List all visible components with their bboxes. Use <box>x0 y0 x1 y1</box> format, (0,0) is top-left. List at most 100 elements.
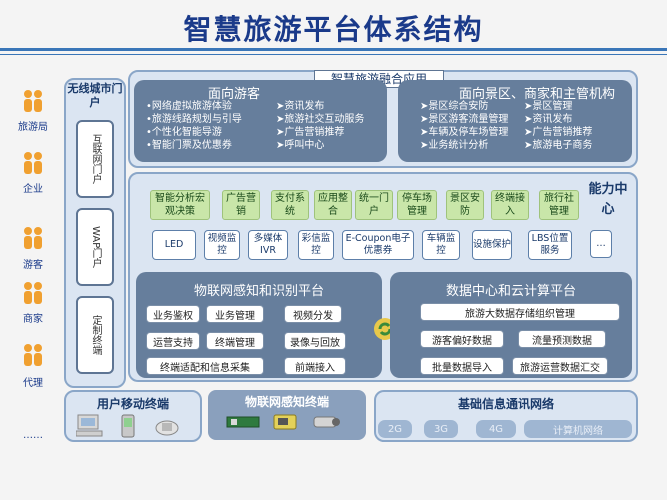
iot-item[interactable]: 视频分发 <box>284 305 342 323</box>
portal-box-label: 定制终端 <box>90 315 101 355</box>
list-item: ➤景区管理 <box>524 101 573 112</box>
capability-box[interactable]: 统一门户 <box>355 190 393 220</box>
iot-item-label: 终端管理 <box>215 337 255 349</box>
actors-column: 旅游局 企业 游客 商家 代理 …… <box>0 80 66 460</box>
tech-label: 彩信监控 <box>301 233 331 256</box>
portal-box-wap[interactable]: WAP门户 <box>76 208 114 286</box>
person-icon <box>20 88 46 118</box>
tech-label: E-Coupon电子优惠券 <box>345 233 411 256</box>
cloud-item-label: 批量数据导入 <box>432 362 492 374</box>
tech-label: … <box>596 238 606 249</box>
list-item: ➤资讯发布 <box>524 114 573 125</box>
network-label: 4G <box>488 423 504 435</box>
cloud-item-label: 流量预测数据 <box>532 335 592 347</box>
network-4g[interactable]: 4G <box>476 420 516 438</box>
iot-terminals-panel: 物联网感知终端 <box>208 390 366 440</box>
network-2g[interactable]: 2G <box>378 420 412 438</box>
capability-box[interactable]: 停车场管理 <box>397 190 437 220</box>
cloud-item[interactable]: 批量数据导入 <box>420 357 504 375</box>
network-label: 2G <box>387 423 403 435</box>
capability-box[interactable]: 智能分析宏观决策 <box>150 190 210 220</box>
portal-box-label: 互联网门户 <box>90 134 101 184</box>
iot-item-label: 前端接入 <box>295 362 335 374</box>
actor-label: 旅游局 <box>18 122 48 133</box>
pda-icon <box>120 414 136 442</box>
list-item: ➤资讯发布 <box>276 101 325 112</box>
capability-box[interactable]: 支付系统 <box>271 190 309 220</box>
cloud-item[interactable]: 流量预测数据 <box>518 330 606 348</box>
tech-label: 车辆监控 <box>426 233 456 256</box>
capability-label: 智能分析宏观决策 <box>155 193 205 217</box>
phone-icon <box>154 414 180 442</box>
page-title: 智慧旅游平台体系结构 <box>183 13 484 46</box>
actor-label: 代理 <box>23 378 43 389</box>
iot-item[interactable]: 终端适配和信息采集 <box>146 357 264 375</box>
tech-box[interactable]: 车辆监控 <box>422 230 460 260</box>
tech-box[interactable]: 多媒体IVR <box>248 230 288 260</box>
portal-title: 无线城市门户 <box>67 82 123 109</box>
actor-label: 企业 <box>23 184 43 195</box>
iot-item[interactable]: 录像与回放 <box>284 332 346 350</box>
tech-box[interactable]: LED <box>152 230 196 260</box>
list-item: ➤车辆及停车场管理 <box>420 127 509 138</box>
capability-box[interactable]: 景区安防 <box>446 190 484 220</box>
capability-box[interactable]: 应用整合 <box>314 190 352 220</box>
capability-box[interactable]: 终端接入 <box>491 190 529 220</box>
portal-box-custom[interactable]: 定制终端 <box>76 296 114 374</box>
computer-icon <box>75 414 104 442</box>
reader-icon <box>272 412 300 436</box>
network-title: 基础信息通讯网络 <box>457 397 554 411</box>
iot-item[interactable]: 运营支持 <box>146 332 200 350</box>
network-3g[interactable]: 3G <box>424 420 458 438</box>
iot-item[interactable]: 终端管理 <box>206 332 264 350</box>
person-icon <box>20 150 46 180</box>
iot-title: 物联网感知和识别平台 <box>193 284 324 299</box>
capability-label: 停车场管理 <box>402 193 432 217</box>
list-item: ➤旅游电子商务 <box>524 140 593 151</box>
list-item: ➤景区游客流量管理 <box>420 114 509 125</box>
tech-label: LED <box>164 239 184 250</box>
list-item: ➤景区综合安防 <box>420 101 489 112</box>
capability-label: 统一门户 <box>359 193 389 217</box>
cloud-item-label: 游客偏好数据 <box>432 335 492 347</box>
network-label: 计算机网络 <box>553 425 603 437</box>
title-divider <box>0 48 667 51</box>
scenic-title: 面向景区、商家和主管机构 <box>458 87 615 102</box>
tech-box[interactable]: … <box>590 230 612 258</box>
capability-box[interactable]: 旅行社管理 <box>539 190 579 220</box>
person-icon <box>20 225 46 255</box>
iot-item[interactable]: 业务管理 <box>206 305 264 323</box>
iot-terminals-title: 物联网感知终端 <box>244 395 329 409</box>
list-item: ➤业务统计分析 <box>420 140 489 151</box>
title-divider-thin <box>0 54 667 55</box>
iot-item[interactable]: 前端接入 <box>284 357 346 375</box>
capability-label: 终端接入 <box>495 193 525 217</box>
portal-box-internet[interactable]: 互联网门户 <box>76 120 114 198</box>
user-terminals-panel: 用户移动终端 <box>64 390 202 442</box>
tech-box[interactable]: LBS位置服务 <box>528 230 572 260</box>
tech-box[interactable]: 彩信监控 <box>298 230 334 260</box>
capability-label: 景区安防 <box>450 193 480 217</box>
iot-item-label: 运营支持 <box>153 337 193 349</box>
tech-box[interactable]: 视频监控 <box>204 230 240 260</box>
tourist-list-1: •网络虚拟旅游体验 •旅游线路规划与引导 •个性化智能导游 •智能门票及优惠券 <box>146 100 242 152</box>
tech-box[interactable]: E-Coupon电子优惠券 <box>342 230 414 260</box>
cloud-item[interactable]: 旅游运营数据汇交 <box>512 357 608 375</box>
actors-more: …… <box>23 430 43 441</box>
network-label: 3G <box>433 423 449 435</box>
tech-box[interactable]: 设施保护 <box>472 230 512 260</box>
iot-item[interactable]: 业务鉴权 <box>146 305 200 323</box>
list-item: ➤广告营销推荐 <box>524 127 593 138</box>
capability-box[interactable]: 广告营销 <box>222 190 260 220</box>
wireless-portal-panel: 无线城市门户 互联网门户 WAP门户 定制终端 <box>64 78 126 388</box>
tourist-panel: 面向游客 •网络虚拟旅游体验 •旅游线路规划与引导 •个性化智能导游 •智能门票… <box>134 80 387 162</box>
cloud-item-label: 旅游运营数据汇交 <box>520 362 600 374</box>
list-item: •网络虚拟旅游体验 <box>146 101 232 112</box>
cloud-item[interactable]: 游客偏好数据 <box>420 330 504 348</box>
sensor-board-icon <box>226 414 260 434</box>
list-item: ➤呼叫中心 <box>276 140 325 151</box>
actor-label: 游客 <box>23 260 43 271</box>
cloud-item[interactable]: 旅游大数据存储组织管理 <box>420 303 620 321</box>
network-computer[interactable]: 计算机网络 <box>524 420 632 438</box>
capability-label: 广告营销 <box>226 193 256 217</box>
